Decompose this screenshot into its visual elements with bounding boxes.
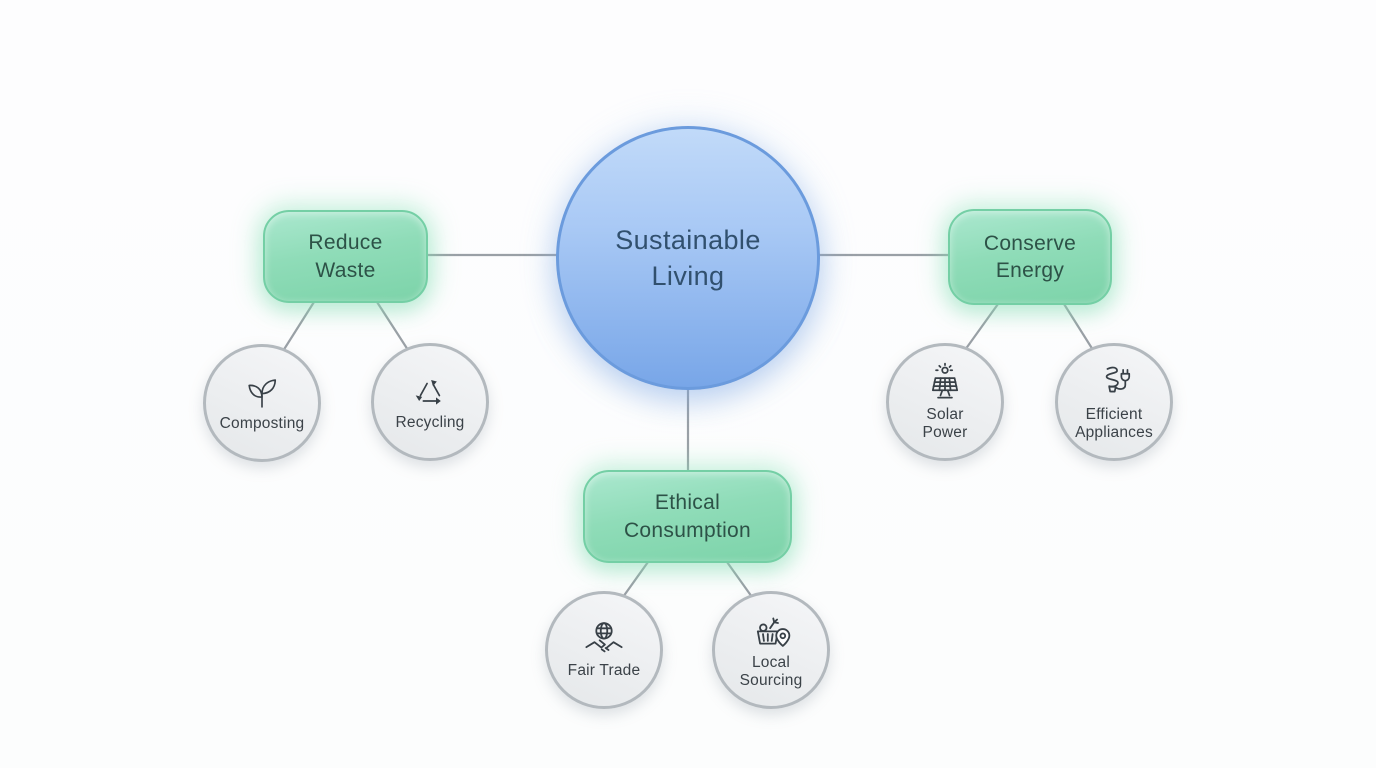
- connector-reduce-recycling: [376, 301, 409, 351]
- leaf-node-fair-trade[interactable]: Fair Trade: [545, 591, 663, 709]
- leaf-label: Fair Trade: [567, 661, 641, 679]
- connector-reduce-composting: [282, 301, 315, 352]
- leaf-label: Recycling: [395, 413, 465, 431]
- connector-conserve-solar: [964, 303, 999, 351]
- produce-basket-pin-icon: [749, 610, 793, 650]
- leaf-node-composting[interactable]: Composting: [203, 344, 321, 462]
- branch-node-conserve-energy[interactable]: Conserve Energy: [948, 209, 1112, 305]
- connector-ethical-local: [726, 561, 753, 598]
- seedling-icon: [242, 373, 282, 411]
- recycling-arrows-icon: [410, 372, 450, 410]
- leaf-label: Solar Power: [922, 405, 968, 441]
- branch-node-ethical-consumption[interactable]: Ethical Consumption: [583, 470, 792, 563]
- branch-label: Ethical Consumption: [623, 491, 752, 542]
- connector-ethical-fairtrade: [622, 561, 649, 598]
- branch-label: Conserve Energy: [983, 231, 1077, 282]
- central-node-label: Sustainable Living: [615, 224, 761, 291]
- leaf-node-local-sourcing[interactable]: Local Sourcing: [712, 591, 830, 709]
- leaf-label: Efficient Appliances: [1075, 405, 1153, 441]
- cfl-bulb-plug-icon: [1093, 362, 1135, 402]
- branch-node-reduce-waste[interactable]: Reduce Waste: [263, 210, 428, 303]
- branch-label: Reduce Waste: [308, 231, 383, 282]
- central-node-sustainable-living[interactable]: Sustainable Living: [556, 126, 820, 390]
- leaf-node-efficient-appliances[interactable]: Efficient Appliances: [1055, 343, 1173, 461]
- leaf-label: Composting: [219, 414, 305, 432]
- leaf-label: Local Sourcing: [739, 653, 803, 689]
- handshake-globe-icon: [582, 620, 626, 658]
- solar-panel-sun-icon: [924, 362, 966, 402]
- connector-conserve-appliances: [1063, 303, 1094, 351]
- leaf-node-solar-power[interactable]: Solar Power: [886, 343, 1004, 461]
- leaf-node-recycling[interactable]: Recycling: [371, 343, 489, 461]
